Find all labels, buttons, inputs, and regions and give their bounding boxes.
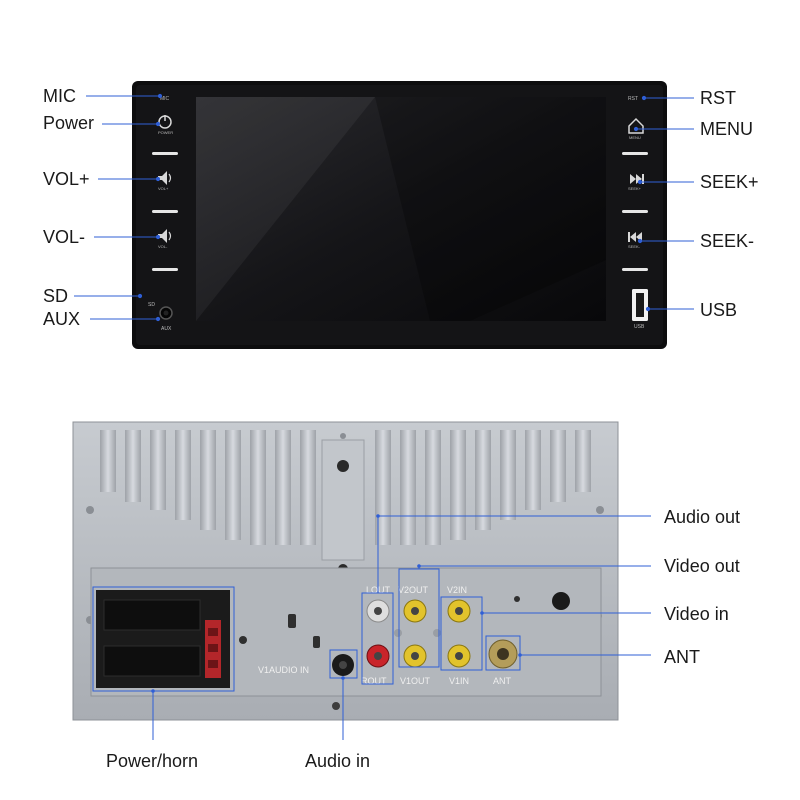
rca-rout[interactable] xyxy=(366,644,390,668)
rca-v2in[interactable] xyxy=(447,599,471,623)
mount-hole xyxy=(337,460,349,472)
display-screen xyxy=(196,97,606,321)
v1audio-in-label: V1AUDIO IN xyxy=(258,665,309,675)
divider-bar xyxy=(152,268,178,271)
callout-rst: RST xyxy=(700,88,736,108)
usb-port[interactable] xyxy=(632,289,648,321)
callout-video-out: Video out xyxy=(664,556,740,576)
seek-forward-button[interactable] xyxy=(630,174,644,184)
callout-seek-up: SEEK+ xyxy=(700,172,759,192)
divider-bar xyxy=(152,152,178,155)
screw xyxy=(394,629,402,637)
ant-label: ANT xyxy=(493,676,512,686)
callout-seek-down: SEEK- xyxy=(700,231,755,251)
rst-tiny-label: RST xyxy=(628,96,638,102)
power-tiny-label: POWER xyxy=(158,130,173,135)
rca-v2out[interactable] xyxy=(403,599,427,623)
volup-tiny-label: VOL+ xyxy=(158,186,169,191)
screw xyxy=(86,506,94,514)
callout-ant: ANT xyxy=(664,647,700,667)
callout-power: Power xyxy=(43,113,95,133)
rear-callout-dots xyxy=(151,514,522,693)
divider-bar xyxy=(622,152,648,155)
screw xyxy=(433,629,441,637)
callout-audio-out: Audio out xyxy=(664,507,741,527)
rca-v1in[interactable] xyxy=(447,644,471,668)
divider-bar xyxy=(622,268,648,271)
screw xyxy=(596,506,604,514)
divider-bar xyxy=(622,210,648,213)
screw xyxy=(332,702,340,710)
hole xyxy=(552,592,570,610)
front-unit: MIC POWER VOL+ VOL- SD AUX RST MENU SEEK… xyxy=(132,81,667,349)
volume-up-button[interactable] xyxy=(158,171,172,185)
rear-unit: V1AUDIO IN LOUT V2OUT V2 xyxy=(72,421,619,721)
v1out-label: V1OUT xyxy=(400,676,431,686)
volume-down-button[interactable] xyxy=(158,229,172,243)
menu-tiny-label: MENU xyxy=(629,135,641,140)
front-callout-lines xyxy=(74,93,694,322)
slot xyxy=(313,636,320,648)
slot xyxy=(288,614,296,628)
callout-aux: AUX xyxy=(43,309,81,329)
sd-tiny-label: SD xyxy=(148,302,155,308)
callout-usb: USB xyxy=(700,300,738,320)
seekup-tiny-label: SEEK+ xyxy=(628,186,642,191)
usb-tiny-label: USB xyxy=(634,324,645,330)
antenna-port[interactable] xyxy=(488,639,518,669)
rca-v1out[interactable] xyxy=(403,644,427,668)
power-harness-connector[interactable] xyxy=(96,590,230,688)
callout-audio-in: Audio in xyxy=(305,751,371,771)
screw xyxy=(340,433,346,439)
heat-sink-fins xyxy=(100,430,591,545)
power-button[interactable] xyxy=(158,115,172,129)
screen-glare xyxy=(196,97,375,321)
divider-bar xyxy=(152,210,178,213)
center-mount-plate xyxy=(321,439,365,561)
hole xyxy=(514,596,520,602)
callout-video-in: Video in xyxy=(664,604,729,624)
v1in-label: V1IN xyxy=(449,676,469,686)
rca-lout[interactable] xyxy=(366,599,390,623)
callout-vol-down: VOL- xyxy=(43,227,86,247)
ground-stud xyxy=(239,636,247,644)
mic-tiny-label: MIC xyxy=(160,96,170,102)
aux-tiny-label: AUX xyxy=(161,326,172,332)
callout-sd: SD xyxy=(43,286,69,306)
voldown-tiny-label: VOL- xyxy=(158,244,168,249)
callout-vol-up: VOL+ xyxy=(43,169,90,189)
seekdown-tiny-label: SEEK- xyxy=(628,244,641,249)
screen-reflection xyxy=(375,97,606,321)
callout-menu: MENU xyxy=(700,119,753,139)
rout-label: ROUT xyxy=(361,676,387,686)
v2in-label: V2IN xyxy=(447,585,467,595)
callout-mic: MIC xyxy=(43,86,76,106)
callout-power-horn: Power/horn xyxy=(106,751,199,771)
aux-jack[interactable] xyxy=(159,306,173,320)
audio-in-jack[interactable] xyxy=(332,654,354,676)
v2out-label: V2OUT xyxy=(398,585,429,595)
